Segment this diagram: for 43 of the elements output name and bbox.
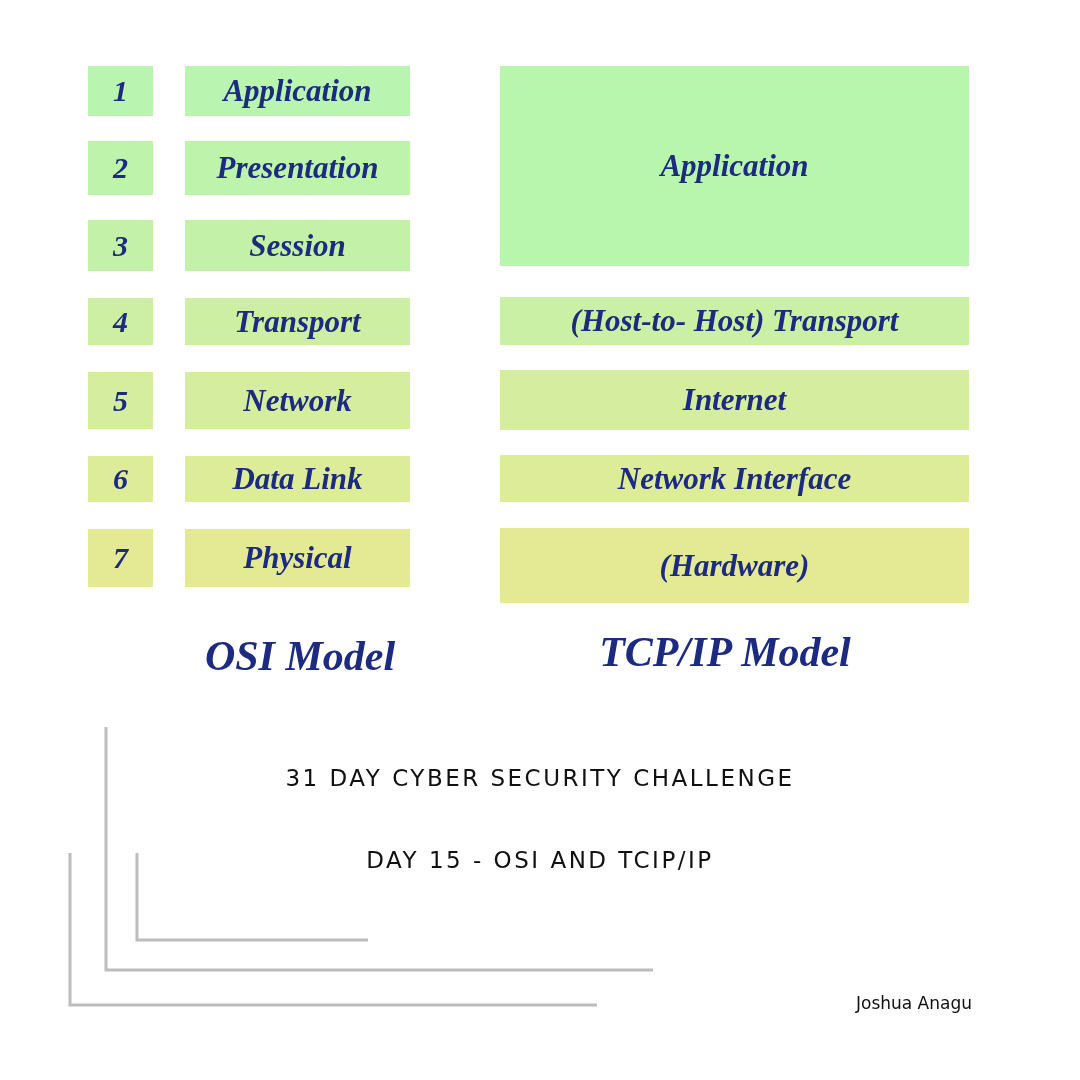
layer-name: (Host-to- Host) Transport (570, 303, 899, 339)
tcpip-layer-box (500, 297, 969, 345)
layer-number (88, 66, 153, 116)
osi-layer-box (185, 529, 410, 587)
tcpip-layer-box (500, 455, 969, 502)
number-label: 3 (113, 228, 128, 263)
number-label: 2 (113, 151, 128, 185)
layer-name: Network Interface (617, 460, 852, 497)
osi-layer-box (185, 456, 410, 502)
layer-number (88, 220, 153, 271)
tcpip-layer-box (500, 370, 969, 430)
tcpip-layer-box (500, 528, 969, 603)
layer-name: Network (243, 382, 352, 419)
layer-name: Data Link (232, 461, 363, 497)
layer-name: Transport (234, 303, 361, 340)
model-caption: OSI Model (203, 632, 397, 680)
layer-name: (Hardware) (659, 547, 810, 584)
layer-number (88, 141, 153, 195)
layer-number (88, 456, 153, 502)
layer-number (88, 529, 153, 587)
number-label: 1 (113, 74, 128, 108)
layer-number (88, 298, 153, 345)
layer-name: Internet (682, 382, 787, 418)
subtitle: DAY 15 - OSI AND TCIP/IP (365, 847, 715, 873)
layer-name: Presentation (216, 150, 379, 186)
title: 31 DAY CYBER SECURITY CHALLENGE (284, 765, 796, 791)
osi-layer-box (185, 66, 410, 116)
number-label: 7 (113, 541, 128, 575)
layer-name: Application (223, 73, 372, 109)
number-label: 5 (113, 383, 128, 418)
number-label: 4 (113, 304, 128, 339)
layer-name: Application (660, 148, 809, 184)
layer-name: Physical (243, 540, 352, 576)
osi-layer-box (185, 372, 410, 429)
number-label: 6 (113, 462, 128, 496)
model-caption: TCP/IP Model (598, 628, 852, 676)
osi-layer-box (185, 298, 410, 345)
author-name: Joshua Anagu (854, 993, 972, 1013)
layer-number (88, 372, 153, 429)
osi-layer-box (185, 220, 410, 271)
osi-layer-box (185, 141, 410, 195)
layer-name: Session (249, 227, 346, 264)
tcpip-layer-box (500, 66, 969, 266)
